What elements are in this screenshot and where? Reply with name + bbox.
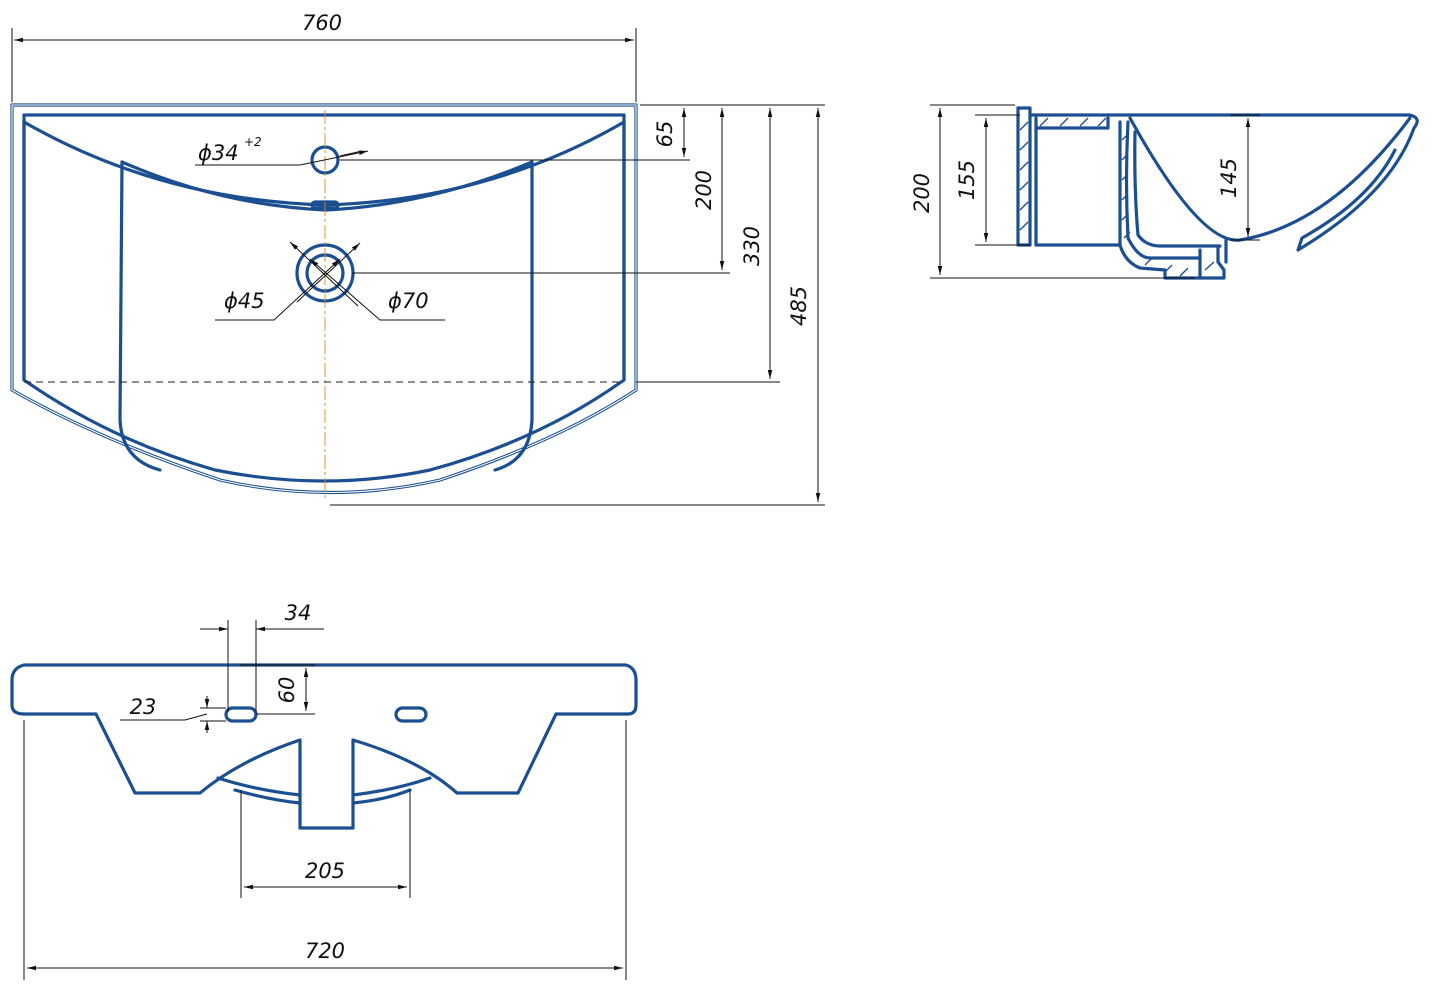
hole-size-label: 23 xyxy=(130,695,157,719)
basin-outline-front xyxy=(10,663,638,830)
dim-330-label: 330 xyxy=(740,226,764,266)
drain-inner-diameter-label: ϕ45 xyxy=(224,289,265,313)
bowl-height-label: 155 xyxy=(955,160,979,200)
bowl-depth-label: 145 xyxy=(1217,158,1241,198)
side-height-label: 200 xyxy=(910,173,934,213)
dim-200-label: 200 xyxy=(692,170,716,210)
front-tap-hole-left xyxy=(224,706,258,723)
tap-hole-tolerance-label: +2 xyxy=(244,135,262,149)
cabinet-opening-label: 205 xyxy=(305,859,345,883)
section-hatching xyxy=(1019,117,1215,277)
drain-outer-diameter-label: ϕ70 xyxy=(388,289,429,313)
side-section-view: 200 155 145 xyxy=(910,104,1419,280)
dim-485-label: 485 xyxy=(787,286,811,326)
hole-spacing-label: 34 xyxy=(285,601,312,625)
top-view: 760 65 200 330 485 ϕ34 +2 ϕ45 ϕ70 xyxy=(10,11,825,506)
basin-outline-top xyxy=(10,103,638,495)
dim-65-label: 65 xyxy=(653,121,677,148)
overall-width-label: 720 xyxy=(305,939,345,963)
hole-height-label: 60 xyxy=(275,677,299,704)
tap-hole-diameter-label: ϕ34 xyxy=(198,141,239,165)
front-view: 34 60 23 205 720 xyxy=(10,601,638,980)
dim-760-label: 760 xyxy=(302,11,342,35)
front-tap-hole-right xyxy=(394,706,428,723)
